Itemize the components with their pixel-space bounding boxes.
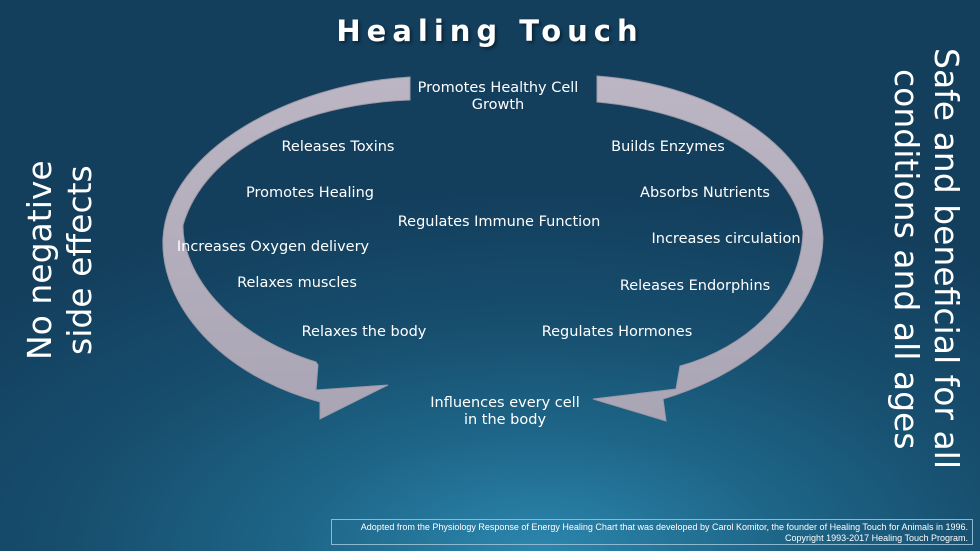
right-text-line: Safe and beneficial for all bbox=[927, 48, 966, 470]
footnote-line: Adopted from the Physiology Response of … bbox=[360, 522, 968, 532]
node-influences-every-cell: Influences every cell in the body bbox=[430, 395, 579, 429]
node-releases-endorphins: Releases Endorphins bbox=[619, 278, 771, 294]
right-text-line: conditions and all ages bbox=[887, 68, 926, 450]
node-releases-toxins: Releases Toxins bbox=[281, 139, 395, 155]
node-regulates-hormones: Regulates Hormones bbox=[541, 324, 693, 340]
node-line: in the body bbox=[463, 412, 547, 428]
right-curved-arrow bbox=[592, 75, 824, 422]
node-relaxes-the-body: Relaxes the body bbox=[301, 324, 427, 340]
source-footnote: Adopted from the Physiology Response of … bbox=[331, 519, 973, 545]
diagram-title: Healing Touch bbox=[336, 14, 644, 48]
node-line: Promotes Healthy Cell bbox=[417, 80, 579, 96]
node-regulates-immune-function: Regulates Immune Function bbox=[397, 214, 601, 230]
node-absorbs-nutrients: Absorbs Nutrients bbox=[640, 185, 770, 201]
node-builds-enzymes: Builds Enzymes bbox=[611, 139, 725, 155]
node-relaxes-muscles: Relaxes muscles bbox=[237, 275, 357, 291]
left-text-line: side effects bbox=[60, 165, 99, 355]
left-text-line: No negative bbox=[20, 160, 59, 360]
node-promotes-healing: Promotes Healing bbox=[246, 185, 374, 201]
node-increases-oxygen-delivery: Increases Oxygen delivery bbox=[176, 239, 370, 255]
node-promotes-healthy-cell-growth: Promotes Healthy Cell Growth bbox=[418, 80, 579, 114]
node-line: Influences every cell bbox=[430, 395, 580, 411]
right-vertical-text: Safe and beneficial for all conditions a… bbox=[886, 36, 966, 482]
left-vertical-text: No negative side effects bbox=[20, 144, 100, 376]
footnote-line: Copyright 1993-2017 Healing Touch Progra… bbox=[785, 532, 968, 543]
left-curved-arrow bbox=[162, 76, 411, 420]
node-increases-circulation: Increases circulation bbox=[651, 231, 801, 247]
node-line: Growth bbox=[471, 97, 525, 113]
